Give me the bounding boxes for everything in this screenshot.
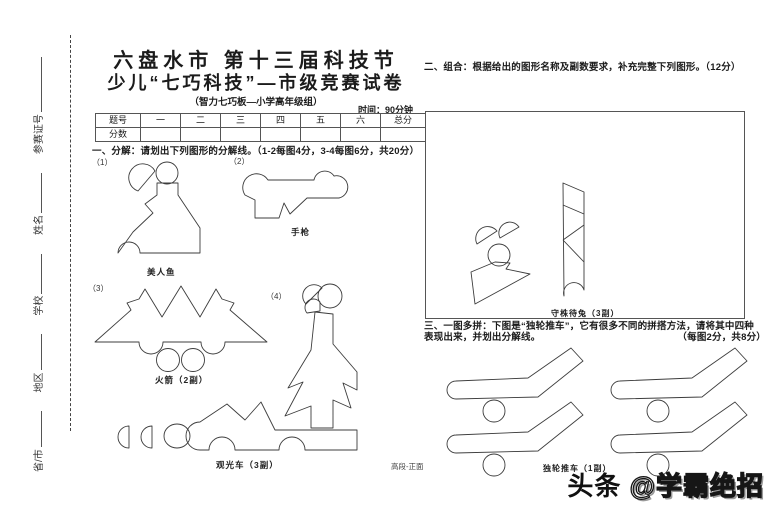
rocket-figure: [94, 285, 268, 372]
fill-in-blank: [32, 253, 42, 294]
table-row: 分数: [95, 127, 426, 142]
section3-score-note: （每图2分，共8分）: [677, 332, 766, 343]
score-cell-empty: [380, 127, 426, 142]
figure4-label: 观光车（3副）: [216, 460, 279, 470]
score-cell-empty: [260, 127, 301, 142]
field-district: 地区: [32, 334, 45, 393]
time-limit-note: 时间：90分钟: [357, 105, 413, 115]
page-title-line2: 少儿“七巧科技”—市级竞赛试卷: [107, 73, 405, 93]
page-title-line1: 六盘水市 第十三届科技节: [113, 50, 399, 72]
figure3-number: （3）: [88, 284, 109, 293]
field-contestant-id: 参赛证号: [32, 57, 45, 155]
figure4-number: （4）: [266, 292, 287, 301]
wheelbarrow-figure-3: [446, 401, 584, 477]
section3-heading-line2: 表现出来，并划出分解线。: [424, 332, 541, 343]
fold-dashed-line: [70, 35, 71, 431]
tree-stump-figure: [562, 182, 585, 297]
watermark-handle: @学霸绝招: [629, 470, 764, 501]
score-table-header-cell: 四: [260, 113, 301, 128]
figure2-label: 手枪: [291, 227, 311, 237]
rabbit-figure: [470, 221, 531, 305]
score-table-header-cell: 六: [340, 113, 381, 128]
page-subtitle: （智力七巧板—小学高年级组）: [189, 97, 323, 108]
field-name: 姓名: [32, 172, 45, 235]
field-label: 地区: [34, 372, 45, 393]
page-footer-label: 高段-正面: [391, 462, 424, 471]
student-info-sidebar: 省/市 地区 学校 姓名 参赛证号: [30, 42, 46, 472]
fill-in-blank: [32, 411, 42, 448]
figure3-label: 火箭（2副）: [155, 375, 209, 385]
fill-in-blank: [32, 172, 42, 213]
score-table-header-cell: 五: [300, 113, 341, 128]
field-label: 省/市: [34, 449, 45, 472]
section2-answer-box: [425, 111, 745, 319]
field-label: 参赛证号: [34, 114, 45, 155]
score-table-header-cell: 题号: [95, 113, 141, 128]
score-table-header-cell: 二: [180, 113, 221, 128]
fill-in-blank: [32, 57, 42, 113]
score-table: 题号 一 二 三 四 五 六 总分 分数: [95, 113, 426, 142]
sightseeing-car-figure: [117, 283, 358, 451]
watermark: 头条 @学霸绝招: [567, 466, 764, 503]
score-cell-empty: [300, 127, 341, 142]
field-province: 省/市: [32, 411, 45, 472]
field-label: 姓名: [34, 214, 45, 235]
section2-figure-label: 守株待兔（3副）: [551, 309, 620, 318]
score-table-header-cell: 三: [220, 113, 261, 128]
score-cell-empty: [180, 127, 221, 142]
pistol-figure: [242, 170, 349, 219]
score-cell-empty: [140, 127, 181, 142]
table-row: 题号 一 二 三 四 五 六 总分: [95, 113, 426, 128]
section2-heading: 二、组合：根据给出的图形名称及副数要求，补充完整下列图形。（12分）: [424, 62, 741, 73]
mermaid-figure: [117, 161, 201, 254]
section3-figure-label: 独轮推车（1副）: [543, 464, 612, 473]
score-table-header-cell: 一: [140, 113, 181, 128]
wheelbarrow-figure-2: [610, 347, 748, 423]
section1-heading: 一、分解：请划出下列图形的分解线。（1-2每图4分，3-4每图6分，共20分）: [92, 146, 420, 157]
section3-heading-line1: 三、一图多拼：下图是“独轮推车”，它有很多不同的拼搭方法，请将其中四种: [424, 321, 755, 332]
wheelbarrow-figure-4: [610, 401, 748, 477]
figure1-label: 美人鱼: [147, 267, 176, 277]
figure2-number: （2）: [229, 157, 250, 166]
wheelbarrow-figure-1: [446, 347, 584, 423]
score-cell-empty: [220, 127, 261, 142]
figure1-number: （1）: [92, 158, 113, 167]
score-cell-empty: [340, 127, 381, 142]
score-row-label: 分数: [95, 127, 141, 142]
watermark-prefix: 头条: [567, 471, 630, 501]
field-label: 学校: [34, 295, 45, 316]
fill-in-blank: [32, 334, 42, 371]
score-table-header-cell: 总分: [380, 113, 426, 128]
field-school: 学校: [32, 253, 45, 316]
section3-heading: 三、一图多拼：下图是“独轮推车”，它有很多不同的拼搭方法，请将其中四种 表现出来…: [424, 321, 766, 343]
